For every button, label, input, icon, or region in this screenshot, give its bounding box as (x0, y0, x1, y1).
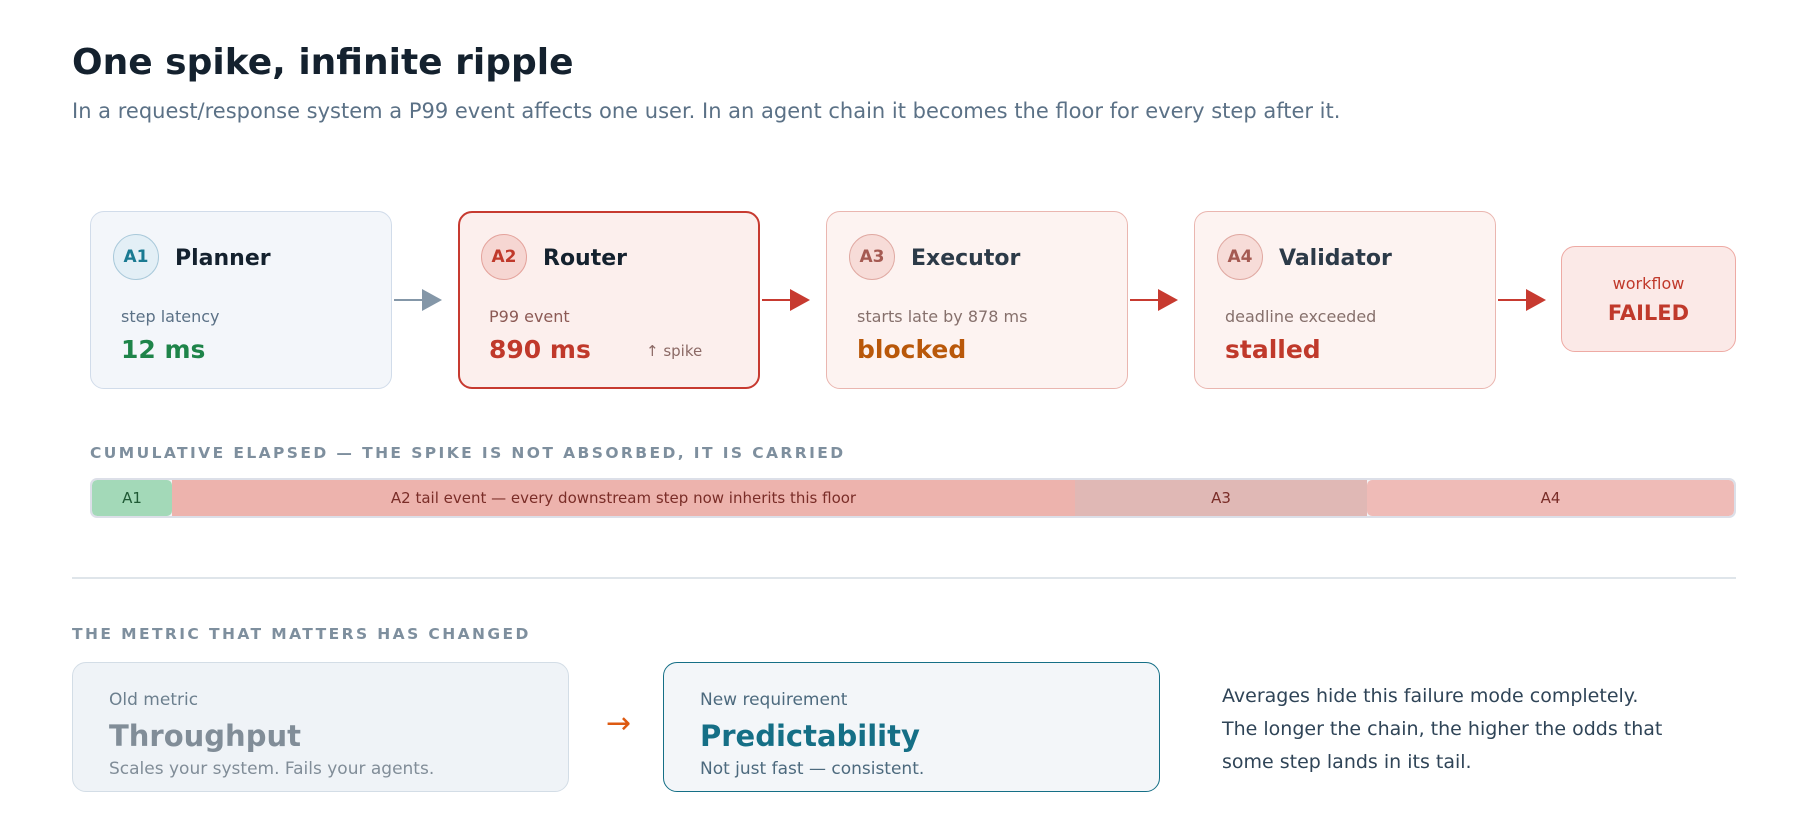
agent-name: Validator (1279, 246, 1392, 271)
elapsed-segment: A1 (92, 480, 172, 516)
spike-note: ↑ spike (646, 342, 703, 360)
metric-value: stalled (1225, 335, 1321, 364)
takeaway-text: Averages hide this failure mode complete… (1222, 680, 1742, 779)
metric-label: starts late by 878 ms (857, 307, 1028, 326)
old-metric-label: Old metric (109, 690, 199, 710)
metric-value: 12 ms (121, 335, 206, 364)
agent-name: Executor (911, 246, 1021, 271)
old-metric-desc: Scales your system. Fails your agents. (109, 759, 435, 779)
agent-name: Planner (175, 246, 271, 271)
flow-arrow (1130, 288, 1178, 312)
flow-arrow (762, 288, 810, 312)
workflow-outcome: workflow FAILED (1561, 246, 1736, 352)
divider (72, 577, 1736, 579)
elapsed-segment: A4 (1367, 480, 1734, 516)
workflow-label: workflow (1612, 274, 1685, 293)
takeaway-line: Averages hide this failure mode complete… (1222, 685, 1639, 707)
flow-arrow (1498, 288, 1546, 312)
old-metric-value: Throughput (109, 719, 301, 753)
elapsed-segment: A3 (1075, 480, 1367, 516)
new-metric-value: Predictability (700, 719, 920, 753)
metric-value: 890 ms (489, 335, 591, 364)
agent-card-executor: A3 Executor starts late by 878 ms blocke… (826, 211, 1128, 389)
flow-arrow (394, 288, 442, 312)
agent-card-router: A2 Router P99 event 890 ms ↑ spike (458, 211, 760, 389)
agent-name: Router (543, 246, 628, 271)
elapsed-segment: A2 tail event — every downstream step no… (172, 480, 1075, 516)
new-metric-card: New requirement Predictability Not just … (663, 662, 1160, 792)
metric-label: P99 event (489, 307, 570, 326)
agent-badge: A1 (113, 234, 159, 280)
new-metric-label: New requirement (700, 690, 848, 710)
workflow-status: FAILED (1607, 301, 1690, 325)
elapsed-section-label: CUMULATIVE ELAPSED — THE SPIKE IS NOT AB… (90, 444, 846, 462)
metric-label: step latency (121, 307, 220, 326)
page-title: One spike, infinite ripple (72, 42, 574, 83)
metric-value: blocked (857, 335, 967, 364)
arrow-right-icon: → (606, 706, 632, 741)
old-metric-card: Old metric Throughput Scales your system… (72, 662, 569, 792)
metric-section-label: THE METRIC THAT MATTERS HAS CHANGED (72, 625, 531, 643)
page-subtitle: In a request/response system a P99 event… (72, 99, 1341, 123)
takeaway-line: The longer the chain, the higher the odd… (1222, 718, 1663, 740)
agent-card-planner: A1 Planner step latency 12 ms (90, 211, 392, 389)
takeaway-line: some step lands in its tail. (1222, 751, 1472, 773)
agent-badge: A3 (849, 234, 895, 280)
agent-badge: A4 (1217, 234, 1263, 280)
metric-label: deadline exceeded (1225, 307, 1377, 326)
agent-badge: A2 (481, 234, 527, 280)
new-metric-desc: Not just fast — consistent. (700, 759, 925, 779)
agent-card-validator: A4 Validator deadline exceeded stalled (1194, 211, 1496, 389)
